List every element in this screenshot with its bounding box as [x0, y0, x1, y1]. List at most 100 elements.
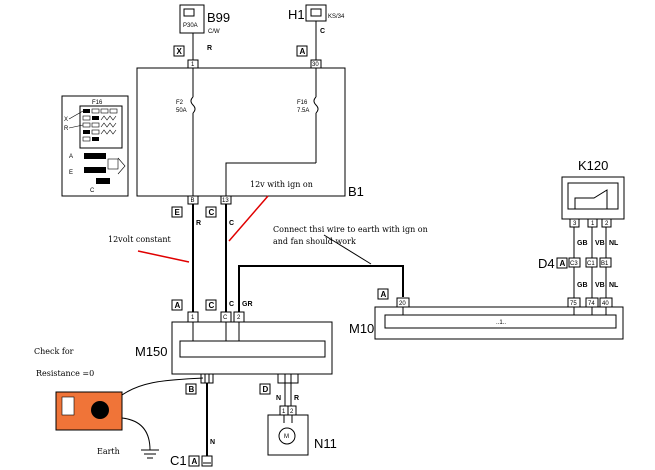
inset-fuse-1	[83, 109, 90, 113]
meter-lead-earth	[121, 417, 151, 451]
connector-a-m10	[377, 288, 389, 300]
wire-colour-w2: C	[320, 28, 325, 35]
pin-b1-out-b-label: B	[191, 198, 195, 204]
meter-lead-positive	[117, 377, 204, 399]
wire-colour-w5: C	[229, 301, 234, 308]
connector-d-n11	[259, 383, 271, 395]
n11-label: N11	[314, 436, 337, 451]
red-marker-constant	[137, 250, 190, 263]
k120-inner	[567, 182, 619, 210]
component-h1: H1 KS/34	[288, 4, 345, 22]
connector-c-m150-label: C	[209, 301, 215, 310]
inset-label-e: E	[69, 170, 73, 176]
component-b1: B1	[136, 67, 364, 199]
m150-label: M150	[135, 344, 168, 359]
connector-b-m150-label: B	[189, 385, 195, 394]
annotation-check-1: Check for	[34, 347, 74, 356]
k120-label: K120	[578, 158, 608, 173]
connector-a-d4	[556, 257, 568, 269]
inset-pointer-x	[68, 110, 84, 120]
n11-motor-icon	[278, 427, 296, 445]
connector-a-m150	[171, 299, 183, 311]
b1-outline	[136, 67, 346, 197]
inset-connector-c	[96, 178, 110, 184]
connector-a-m150-label: A	[175, 301, 181, 310]
wire-colour-w11: VB	[595, 282, 605, 289]
m10-bar-label: ..1..	[496, 320, 506, 326]
wire-colour-w12: NL	[609, 282, 619, 289]
pin-d4-c3-label: C3	[570, 261, 578, 267]
inset-fuse-12	[92, 137, 99, 141]
wire-colour-w15: N	[210, 439, 215, 446]
m10-inner	[384, 314, 617, 329]
fuse-location-inset: F16 X R A E C	[61, 95, 129, 197]
wire-colour-w14: R	[294, 395, 299, 402]
inset-label-x: X	[64, 117, 68, 123]
annotation-connect-1: Connect thsi wire to earth with ign on	[273, 225, 428, 234]
wire-colour-w9: NL	[609, 240, 619, 247]
annotation-earth: Earth	[97, 447, 120, 456]
b1-label: B1	[348, 184, 364, 199]
n11-motor-symbol: M	[284, 434, 289, 440]
component-m150: M150	[135, 321, 333, 375]
pin-b1-out-13-label: 13	[222, 198, 229, 204]
pin-m10-40-label: 40	[602, 301, 609, 307]
inset-block	[107, 158, 119, 170]
m10-label: M10	[349, 321, 374, 336]
connector-c-left	[205, 206, 217, 218]
connector-e-label: E	[175, 208, 181, 217]
wire-colour-w1: R	[207, 45, 212, 52]
pin-m150-2-label: 2	[237, 315, 241, 321]
b99-sub-top: P30A	[183, 23, 198, 29]
connector-a-c1	[188, 455, 200, 467]
b99-label: B99	[207, 10, 230, 25]
connector-b-m150	[185, 383, 197, 395]
connector-a-m10-label: A	[381, 290, 387, 299]
connector-e	[171, 206, 183, 218]
inset-label-a: A	[69, 154, 73, 160]
pin-m10-74-label: 74	[588, 301, 595, 307]
annotation-ign-on: 12v with ign on	[250, 180, 313, 189]
wire-colour-w4: C	[229, 220, 234, 227]
meter-dial-icon	[91, 401, 109, 419]
connector-c-m150	[205, 299, 217, 311]
pin-b1-in1-label: 1	[191, 62, 195, 68]
fuse-f16-rating: 7.5A	[297, 108, 309, 114]
connector-d-n11-label: D	[263, 385, 269, 394]
pin-k120-2-label: 2	[605, 221, 609, 227]
red-marker-ign	[228, 195, 269, 242]
annotation-check-2: Resistance =0	[36, 369, 94, 378]
connector-a-c1-label: A	[192, 457, 198, 466]
pin-d4-c1-label: C1	[587, 261, 595, 267]
wire-colour-w3: R	[196, 220, 201, 227]
fuse-f2-name: F2	[176, 100, 184, 106]
inset-pointer-r	[68, 124, 84, 129]
h1-icon	[310, 8, 322, 17]
wire-colour-w13: N	[276, 395, 281, 402]
fuse-f16	[313, 96, 319, 114]
b99-battery-icon	[183, 8, 195, 17]
connector-a-d4-label: A	[560, 259, 566, 268]
pin-b1-in2-label: 30	[312, 62, 319, 68]
d4-label: D4	[538, 256, 555, 271]
wire-f16-to-13	[225, 162, 316, 196]
n11-wires	[283, 415, 293, 423]
inset-label-c: C	[90, 188, 95, 194]
inset-connector-e	[84, 167, 106, 173]
pin-k120-3-label: 3	[573, 221, 577, 227]
component-m10: A 20 75 74 40 ..1.. M10	[349, 288, 624, 340]
fuse-f16-name: F16	[297, 100, 308, 106]
m150-fan-terminal	[277, 373, 299, 384]
component-b99: P30A B99 C/W	[179, 4, 230, 35]
pin-m150-c-label: C	[223, 315, 228, 321]
inset-title: F16	[92, 100, 103, 106]
wire-colour-w6: GR	[242, 301, 253, 308]
k120-sensor-symbol	[574, 189, 608, 209]
multimeter: Check for Resistance =0 Earth	[34, 347, 204, 459]
inset-fuse-2	[91, 108, 100, 114]
pin-m150-1-label: 1	[191, 315, 195, 321]
inset-wave-2	[100, 122, 117, 128]
c1-terminal	[201, 455, 213, 467]
pin-n11-2-label: 2	[290, 409, 294, 415]
